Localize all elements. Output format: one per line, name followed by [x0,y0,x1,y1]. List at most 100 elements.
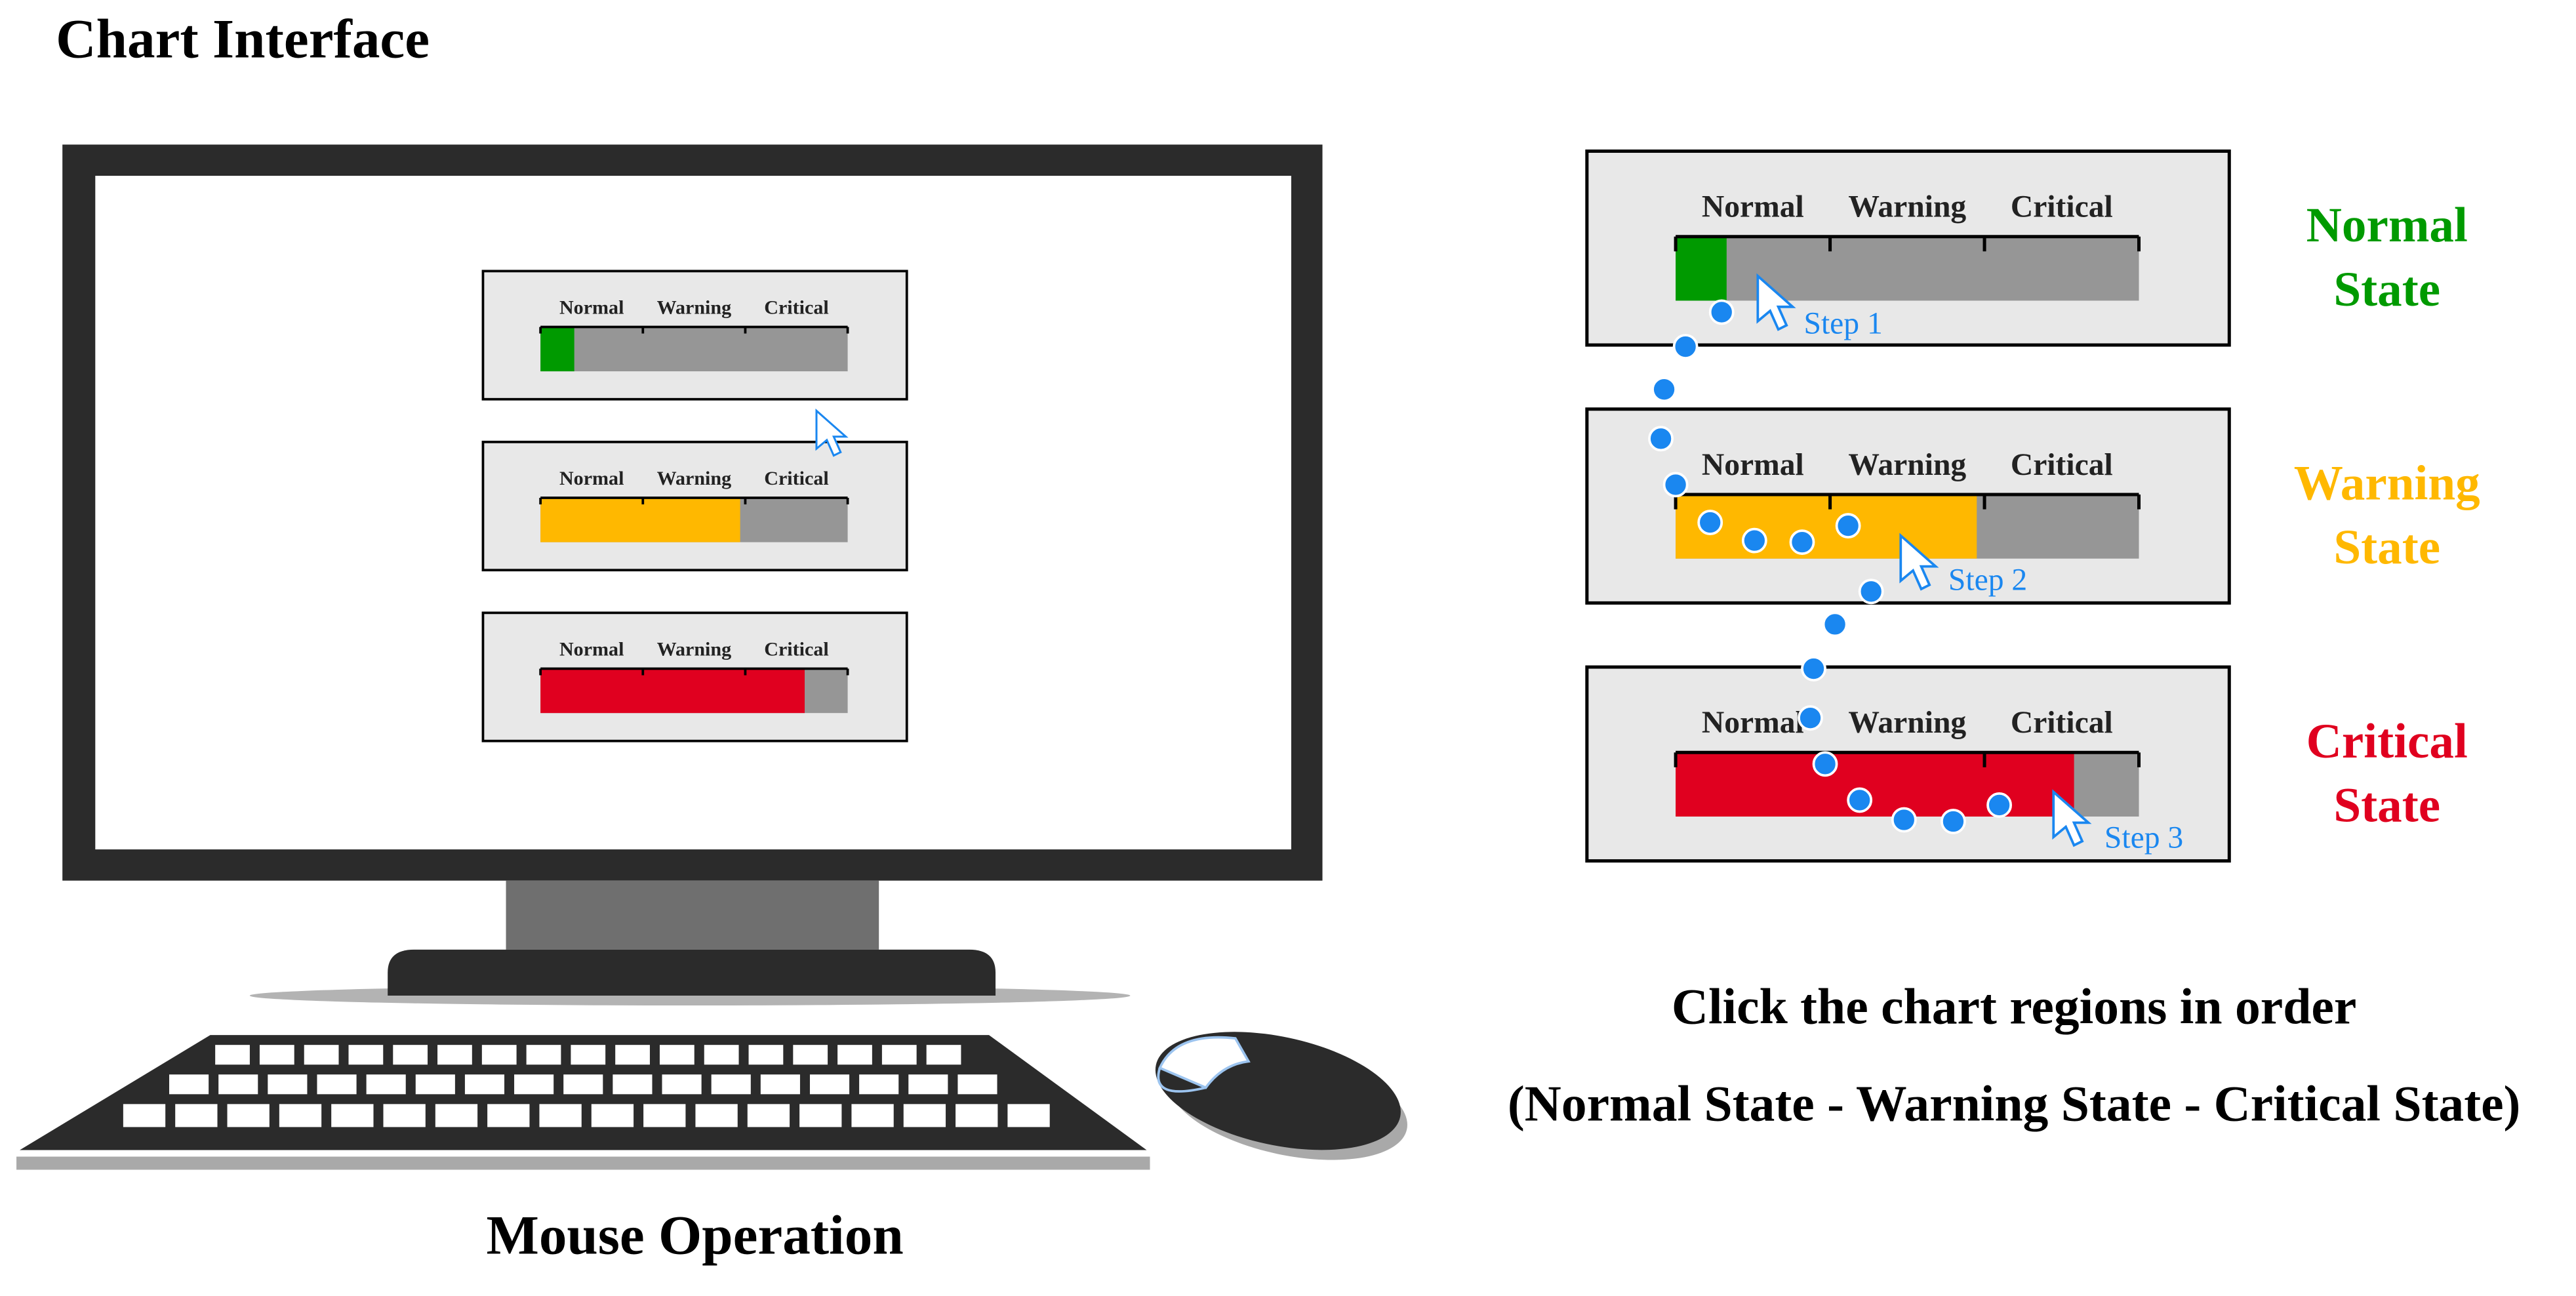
step-label-1: Step 1 [1803,307,1882,341]
keyboard-key[interactable] [435,1104,478,1127]
state-gauge-fill-critical[interactable] [1676,752,2074,817]
keyboard-key[interactable] [591,1104,634,1127]
keyboard-key[interactable] [563,1074,603,1095]
path-dot [1941,809,1966,834]
keyboard-key[interactable] [571,1045,606,1065]
keyboard-key[interactable] [711,1074,751,1095]
path-dot [1697,510,1723,536]
keyboard-key[interactable] [481,1045,517,1065]
keyboard-key[interactable] [393,1045,428,1065]
screen-gauge-fill-warning[interactable] [540,498,740,542]
keyboard-shadow [16,1156,1150,1170]
state-segment-label-normal: Normal [1702,448,1804,482]
keyboard-key[interactable] [760,1074,800,1095]
monitor-base [388,949,996,996]
screen-segment-label-critical: Critical [764,467,828,489]
keyboard-key[interactable] [259,1045,294,1065]
keyboard-icon [16,1035,1150,1170]
keyboard-key[interactable] [926,1045,961,1065]
keyboard-key[interactable] [383,1104,426,1127]
state-gauge-fill-warning[interactable] [1676,495,1977,559]
screen-gauge-track[interactable] [540,327,848,372]
keyboard-key[interactable] [957,1074,997,1095]
keyboard-key[interactable] [415,1074,455,1095]
path-dot [1891,807,1917,833]
keyboard-key[interactable] [227,1104,270,1127]
keyboard-key[interactable] [331,1104,374,1127]
keyboard-key[interactable] [809,1074,850,1095]
state-segment-label-warning: Warning [1848,448,1966,482]
keyboard-key[interactable] [526,1045,561,1065]
keyboard-key[interactable] [704,1045,739,1065]
screen-segment-label-normal: Normal [559,296,624,318]
state-gauge-track[interactable] [1676,236,2139,301]
keyboard-key[interactable] [908,1074,948,1095]
keyboard-key[interactable] [169,1074,209,1095]
keyboard-key[interactable] [659,1045,694,1065]
keyboard-key[interactable] [464,1074,505,1095]
keyboard-key[interactable] [304,1045,339,1065]
keyboard-key[interactable] [279,1104,322,1127]
mouse-left-button[interactable] [1158,1036,1251,1089]
keyboard-key[interactable] [881,1045,917,1065]
keyboard-key[interactable] [366,1074,406,1095]
keyboard-key[interactable] [793,1045,828,1065]
keyboard-key[interactable] [317,1074,357,1095]
mouse-icon[interactable] [1144,1012,1417,1179]
path-dot [1741,527,1767,554]
screen-gauge-fill-normal[interactable] [540,327,574,372]
path-dot [1801,656,1826,681]
path-dot [1708,299,1735,325]
keyboard-key[interactable] [643,1104,686,1127]
figure-title: Chart Interface [56,9,430,70]
keyboard-key[interactable] [662,1074,702,1095]
screen-segment-label-normal: Normal [559,638,624,660]
keyboard-key[interactable] [851,1104,894,1127]
keyboard-key[interactable] [123,1104,166,1127]
path-dot [1986,792,2012,818]
keyboard-key[interactable] [539,1104,582,1127]
keyboard-key[interactable] [437,1045,472,1065]
arrow-cursor-icon [1756,273,1796,331]
keyboard-key[interactable] [837,1045,872,1065]
state-segment-label-normal: Normal [1702,706,1804,740]
keyboard-key[interactable] [903,1104,946,1127]
arrow-cursor-icon [815,408,849,457]
arrow-cursor-icon [2052,789,2092,847]
path-dot [1858,578,1884,605]
state-label-word: State [2333,520,2440,575]
state-label-word: State [2333,779,2440,833]
keyboard-key[interactable] [348,1045,384,1065]
screen-segment-label-normal: Normal [559,467,624,489]
keyboard-key[interactable] [747,1104,790,1127]
keyboard-key[interactable] [695,1104,738,1127]
screen-gauge-fill-critical[interactable] [540,668,805,714]
keyboard-key[interactable] [514,1074,554,1095]
click-path [1648,299,2012,834]
path-dot [1672,334,1699,359]
keyboard-key[interactable] [956,1104,998,1127]
keyboard-key[interactable] [859,1074,899,1095]
keyboard-key[interactable] [1007,1104,1050,1127]
keyboard-key[interactable] [215,1045,250,1065]
keyboard-key[interactable] [218,1074,258,1095]
mouse-operation-caption: Mouse Operation [486,1204,903,1266]
keyboard-key[interactable] [487,1104,530,1127]
keyboard-key[interactable] [799,1104,842,1127]
path-dot [1847,787,1873,813]
keyboard-key[interactable] [615,1045,650,1065]
keyboard-key[interactable] [748,1045,784,1065]
path-dot [1789,529,1815,556]
keyboard-key[interactable] [175,1104,218,1127]
keyboard-key[interactable] [613,1074,653,1095]
arrow-cursor-icon [1899,533,1939,591]
screen-segment-label-warning: Warning [657,296,732,318]
keyboard-key[interactable] [268,1074,308,1095]
state-gauge-fill-normal[interactable] [1676,236,1727,301]
